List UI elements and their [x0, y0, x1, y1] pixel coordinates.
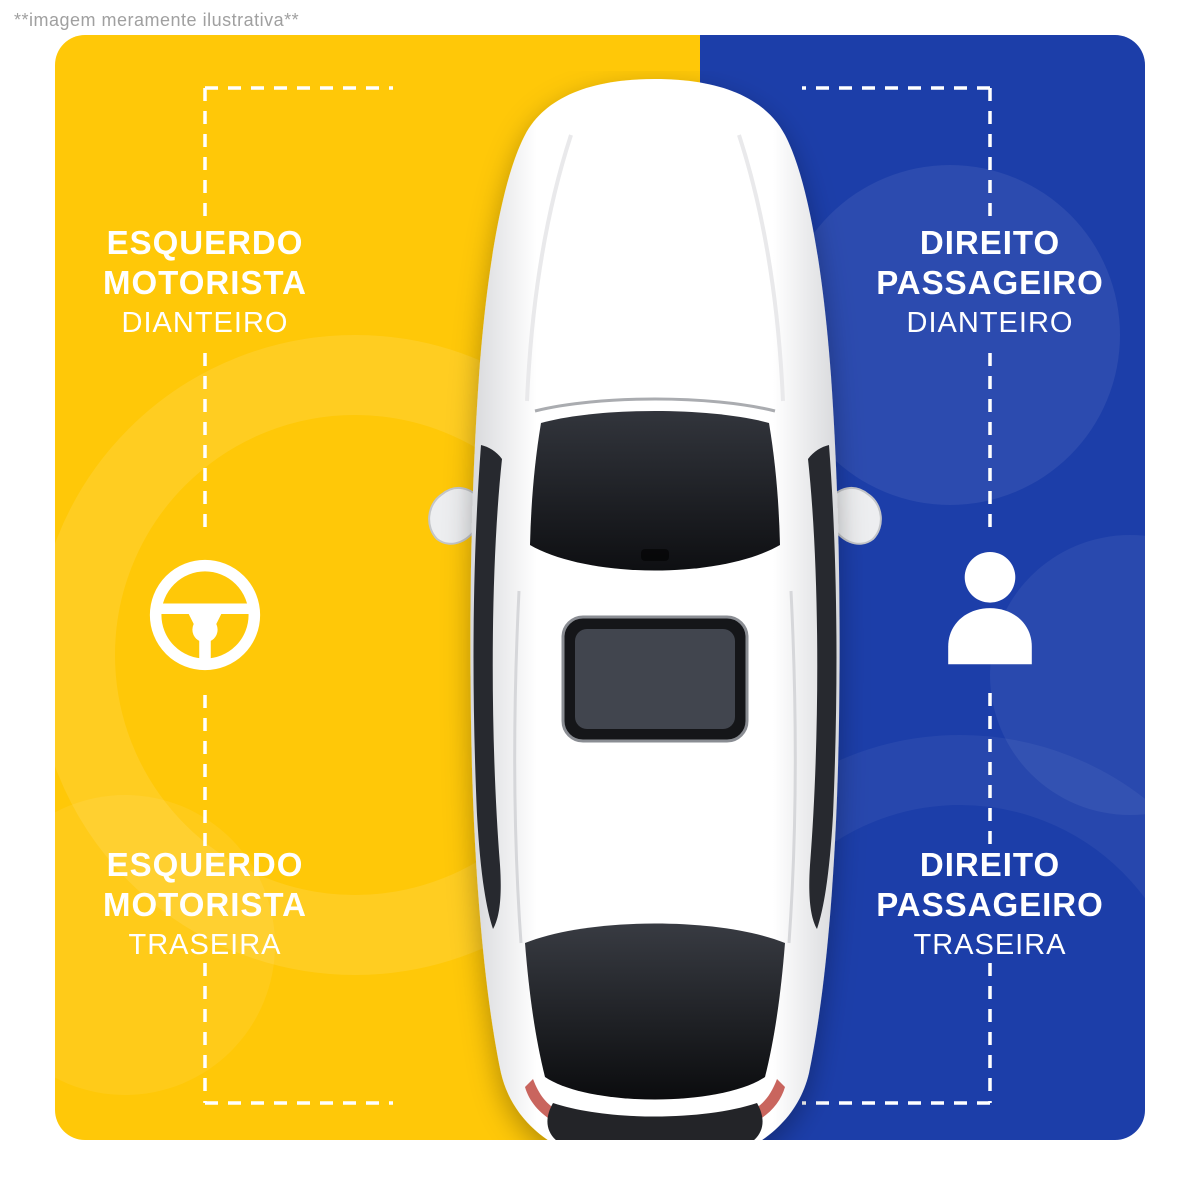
label-driver-rear: ESQUERDO MOTORISTA TRASEIRA	[55, 845, 355, 965]
rear-bumper	[547, 1103, 763, 1140]
left-side-glass	[473, 445, 502, 929]
rear-window	[525, 923, 785, 1100]
left-mirror	[428, 487, 483, 545]
cowl-line	[534, 397, 776, 413]
label-line: DIANTEIRO	[906, 307, 1074, 339]
roof-edge	[787, 590, 797, 944]
label-line: ESQUERDO	[106, 224, 304, 261]
label-line: MOTORISTA	[103, 886, 307, 923]
label-passenger-rear: DIREITO PASSAGEIRO TRASEIRA	[840, 845, 1140, 965]
windshield	[530, 411, 780, 571]
label-line: TRASEIRA	[128, 929, 282, 961]
person-icon	[948, 552, 1032, 665]
label-line: DIANTEIRO	[121, 307, 289, 339]
rearview-mirror	[641, 549, 669, 561]
car-top-view-illustration	[428, 79, 882, 1140]
right-mirror	[827, 487, 882, 545]
label-line: MOTORISTA	[103, 264, 307, 301]
label-line: DIREITO	[919, 846, 1061, 883]
label-line: ESQUERDO	[106, 846, 304, 883]
right-side-glass	[808, 445, 837, 929]
label-line: TRASEIRA	[913, 929, 1067, 961]
diagram-board: ESQUERDO MOTORISTA DIANTEIRO ESQUERDO MO…	[55, 35, 1145, 1140]
sunroof-glass	[575, 629, 735, 729]
disclaimer-text: **imagem meramente ilustrativa**	[14, 10, 300, 30]
label-line: DIREITO	[919, 224, 1061, 261]
steering-wheel-icon	[149, 559, 261, 671]
car-body	[470, 79, 840, 1140]
roof-edge	[513, 590, 523, 944]
hood-crease	[737, 134, 785, 402]
label-line: PASSAGEIRO	[876, 886, 1104, 923]
label-passenger-front: DIREITO PASSAGEIRO DIANTEIRO	[840, 223, 1140, 343]
hood-crease	[525, 134, 573, 402]
label-driver-front: ESQUERDO MOTORISTA DIANTEIRO	[55, 223, 355, 343]
label-line: PASSAGEIRO	[876, 264, 1104, 301]
